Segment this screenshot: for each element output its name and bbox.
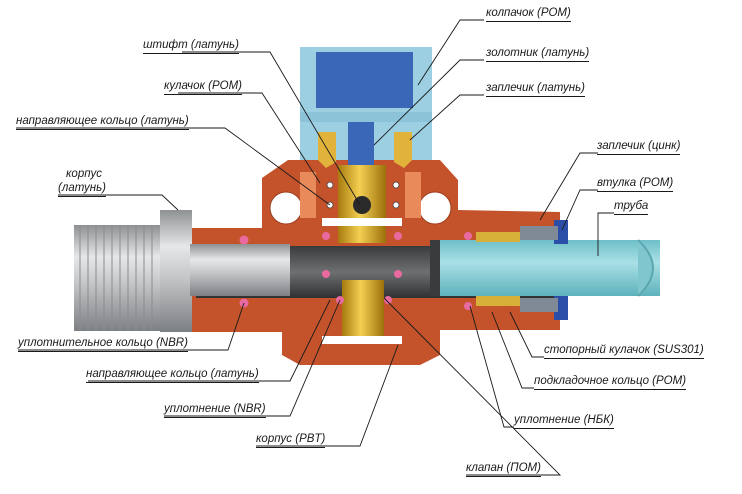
label-seal-nbr: уплотнение (NBR) xyxy=(164,403,266,418)
label-body-brass-1: корпус xyxy=(66,168,103,180)
label-body-brass-2: (латунь) xyxy=(58,182,106,197)
pipe-part xyxy=(430,239,660,297)
label-cam: кулачок (POM) xyxy=(164,80,242,95)
spool-part xyxy=(322,122,402,344)
label-backing-ring: подкладочное кольцо (POM) xyxy=(534,375,687,390)
label-cap: колпачок (POM) xyxy=(486,7,571,22)
leader-lines xyxy=(16,19,614,476)
label-oring: уплотнительное кольцо (NBR) xyxy=(18,337,188,352)
label-spool: золотник (латунь) xyxy=(486,47,590,62)
label-body-pbt: корпус (PBT) xyxy=(256,433,326,448)
label-retaining-cam: стопорный кулачок (SUS301) xyxy=(544,344,704,359)
label-pin: штифт (латунь) xyxy=(143,39,239,54)
label-guide-ring-bottom: направляющее кольцо (латунь) xyxy=(86,368,259,383)
threaded-fitting xyxy=(74,210,290,332)
label-pipe: труба xyxy=(614,200,649,215)
label-seal-nbk: уплотнение (НБК) xyxy=(514,414,614,429)
sleeve-part xyxy=(476,220,568,320)
label-shoulder-brass: заплечик (латунь) xyxy=(486,82,586,97)
label-sleeve: втулка (POM) xyxy=(597,177,674,192)
label-guide-ring-top: направляющее кольцо (латунь) xyxy=(16,115,189,130)
label-shoulder-zinc: заплечик (цинк) xyxy=(597,140,681,155)
label-valve: клапан (ПОМ) xyxy=(466,462,541,477)
